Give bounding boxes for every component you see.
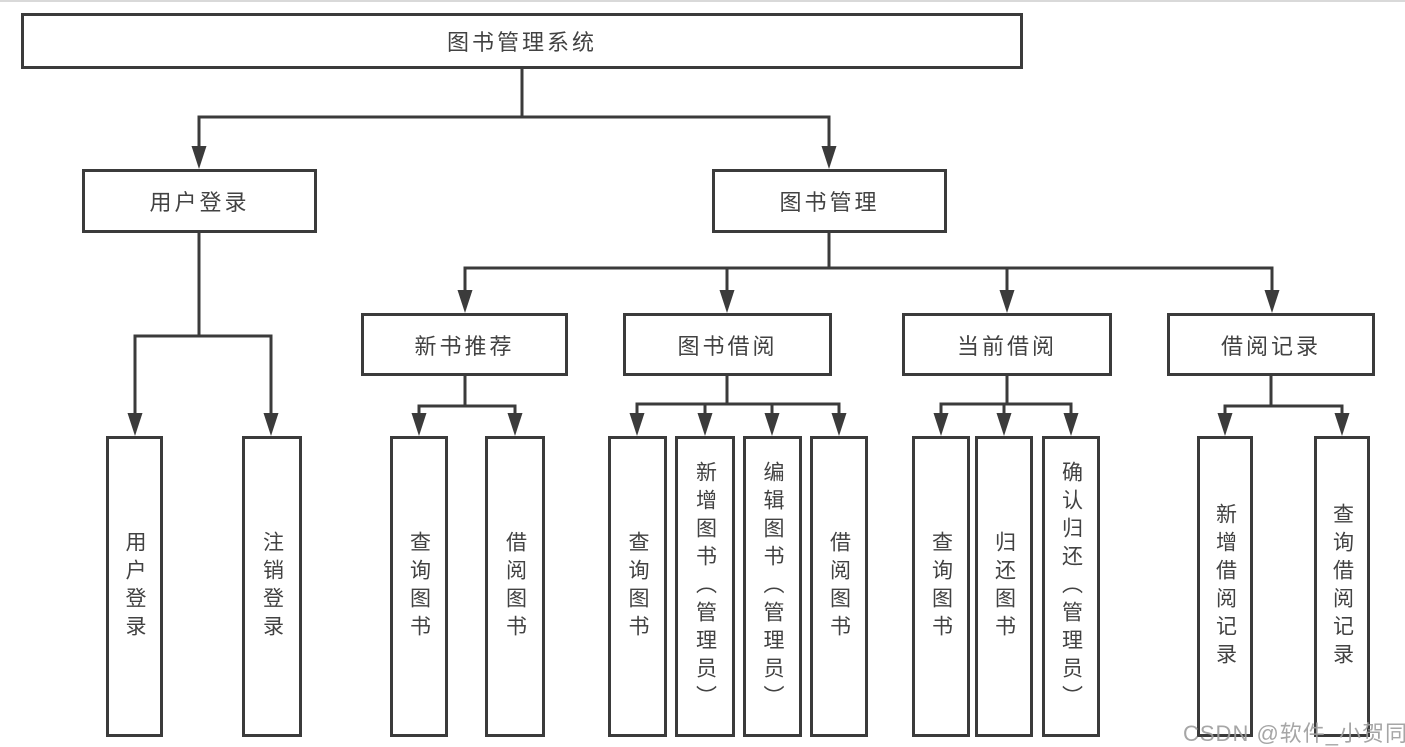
leaf-recommend-borrow-books: 借阅图书	[485, 436, 545, 737]
node-borrowing-records-label: 借阅记录	[1220, 333, 1321, 359]
leaf-current-query-books-label: 查询图书	[929, 530, 953, 643]
leaf-borrowing-borrow-books-label: 借阅图书	[827, 530, 851, 643]
node-borrowing-records: 借阅记录	[1167, 313, 1375, 376]
node-book-management-label: 图书管理	[779, 190, 880, 215]
leaf-edit-books-admin-label: 编辑图书（管理员）	[761, 460, 784, 713]
leaf-return-books: 归还图书	[975, 436, 1033, 737]
leaf-recommend-borrow-books-label: 借阅图书	[503, 530, 527, 643]
leaf-edit-books-admin: 编辑图书（管理员）	[743, 436, 802, 737]
leaf-recommend-query-books-label: 查询图书	[407, 530, 431, 643]
leaf-add-borrow-record-label: 新增借阅记录	[1213, 502, 1237, 671]
leaf-recommend-query-books: 查询图书	[390, 436, 448, 737]
node-book-borrowing: 图书借阅	[623, 313, 832, 376]
leaf-confirm-return-admin: 确认归还（管理员）	[1042, 436, 1100, 737]
node-book-borrowing-label: 图书借阅	[677, 333, 778, 359]
leaf-logout-label: 注销登录	[260, 530, 284, 643]
node-root-label: 图书管理系统	[446, 30, 597, 55]
leaf-borrowing-query-books: 查询图书	[608, 436, 667, 737]
leaf-query-borrow-record: 查询借阅记录	[1314, 436, 1370, 737]
node-book-management: 图书管理	[712, 169, 947, 233]
leaf-add-borrow-record: 新增借阅记录	[1197, 436, 1253, 737]
leaf-confirm-return-admin-label: 确认归还（管理员）	[1059, 460, 1083, 713]
leaf-logout: 注销登录	[242, 436, 302, 737]
leaf-query-borrow-record-label: 查询借阅记录	[1330, 502, 1354, 671]
leaf-add-books-admin: 新增图书（管理员）	[675, 436, 735, 737]
leaf-borrowing-query-books-label: 查询图书	[626, 530, 649, 643]
leaf-current-query-books: 查询图书	[912, 436, 970, 737]
node-current-borrowing: 当前借阅	[902, 313, 1112, 376]
leaf-user-login: 用户登录	[106, 436, 163, 737]
leaf-borrowing-borrow-books: 借阅图书	[810, 436, 868, 737]
node-user-login: 用户登录	[82, 169, 317, 233]
node-user-login-label: 用户登录	[149, 190, 250, 215]
csdn-watermark: CSDN @软件_小贺同学	[1183, 721, 1405, 746]
image-top-edge-line	[0, 0, 1405, 2]
leaf-user-login-label: 用户登录	[123, 530, 146, 643]
leaf-return-books-label: 归还图书	[992, 530, 1016, 643]
node-current-borrowing-label: 当前借阅	[956, 333, 1057, 359]
node-root: 图书管理系统	[21, 13, 1023, 69]
node-new-book-recommend-label: 新书推荐	[414, 333, 515, 359]
leaf-add-books-admin-label: 新增图书（管理员）	[693, 460, 717, 713]
node-new-book-recommend: 新书推荐	[361, 313, 568, 376]
